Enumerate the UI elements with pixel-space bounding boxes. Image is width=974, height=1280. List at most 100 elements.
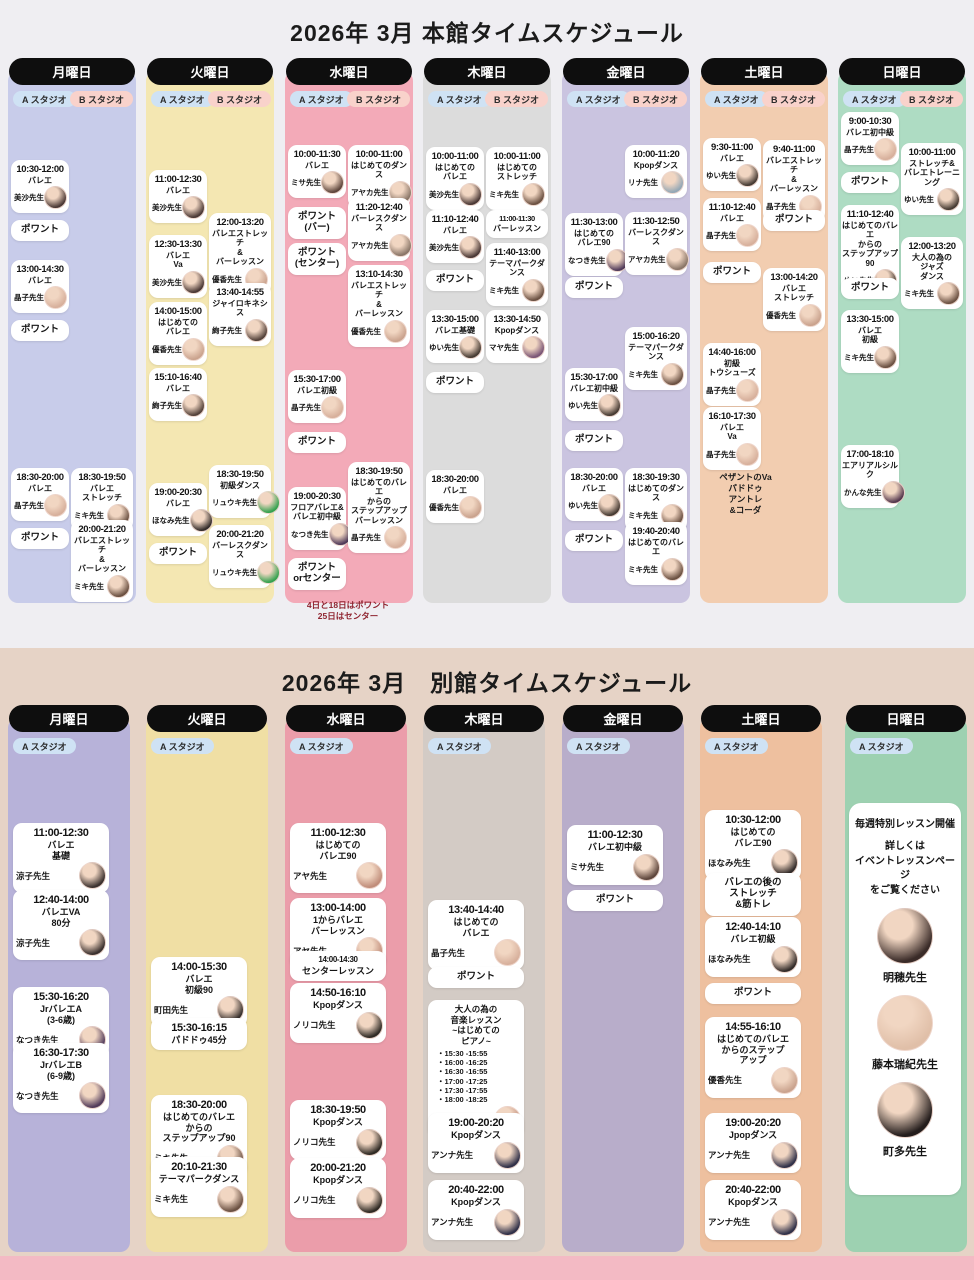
teacher-row: ノリコ先生 [291, 1128, 385, 1156]
studio-pill-a: A スタジオ [151, 738, 214, 754]
teacher-row: アンナ先生 [706, 1141, 800, 1169]
teacher-photo-avatar [874, 345, 897, 369]
lesson-time: 19:40-20:40 [632, 526, 680, 537]
piano-time-slots: ・15:30 -15:55・16:00 -16:25・16:30 -16:55・… [429, 1049, 523, 1105]
teacher-row: なつき先生 [289, 522, 352, 546]
teacher-row: ミキ先生 [842, 345, 898, 369]
pointe-tag: ポワント orセンター [288, 558, 346, 590]
teacher-name: ミキ先生 [628, 564, 658, 574]
day-column-background [562, 718, 684, 1252]
studio-pill-b: B スタジオ [900, 91, 964, 107]
lesson-name: バレエ 基礎 [47, 840, 75, 861]
lesson-time: 13:40-14:40 [448, 904, 504, 916]
lesson-name: ストレッチ& バレエトレーニング [904, 159, 960, 187]
teacher-name: ミサ先生 [291, 178, 321, 188]
lesson-time: 19:00-20:30 [293, 491, 341, 502]
teacher-photo-avatar [356, 1128, 383, 1156]
teacher-name: リュウキ先生 [212, 498, 257, 508]
teacher-photo-avatar [459, 182, 482, 206]
studio-pill-a: A スタジオ [705, 91, 768, 107]
lesson-time: 11:30-13:00 [570, 217, 618, 228]
lesson-name: はじめてのバレエ からの ステップアップ バーレッスン [351, 478, 407, 525]
teacher-name: ミキ先生 [74, 510, 104, 520]
lesson-time: 11:10-12:40 [431, 214, 479, 225]
lesson-name: はじめての バレエ90 [574, 229, 614, 248]
teacher-photo-avatar [44, 494, 67, 518]
teacher-photo-avatar [388, 233, 412, 257]
teacher-name: 優香先生 [708, 1075, 743, 1086]
studio-pill-a: A スタジオ [290, 91, 353, 107]
teacher-photo-avatar [771, 1208, 798, 1236]
teacher-row: アヤ先生 [291, 862, 385, 890]
teacher-row: ゆい先生 [566, 394, 622, 418]
lesson-time: 18:30-20:00 [16, 472, 64, 483]
teacher-row: アヤカ先生 [626, 247, 689, 271]
pointe-tag: ポワント (センター) [288, 243, 346, 275]
special-info-card: 毎週特別レッスン開催詳しくは イベントレッスンページ をご覧ください明穂先生藤本… [849, 803, 961, 1195]
teacher-row: アンナ先生 [706, 1208, 800, 1236]
teacher-name: アンナ先生 [431, 1217, 474, 1228]
lesson-name: Kpopダンス [313, 1000, 363, 1010]
teacher-name: なつき先生 [16, 1090, 59, 1101]
lesson-name: バレエ 初級 [858, 326, 882, 345]
lesson-name: バレエ初中級 [570, 384, 618, 393]
teacher-name: なつき先生 [16, 1034, 59, 1045]
studio-pill-b: B スタジオ [624, 91, 688, 107]
lesson-name: バレエ 初級90 [184, 974, 213, 995]
lesson-name: 大人の為の ジャズ ダンス [912, 253, 952, 281]
teacher-row: 晶子先生 [12, 286, 68, 310]
lesson-time: 15:30-16:20 [33, 991, 89, 1003]
lesson-time: 14:00-15:30 [171, 961, 227, 973]
teacher-photo-avatar [522, 278, 545, 302]
lesson-name: はじめてのバレエ からのステップ アップ [716, 1034, 789, 1066]
teacher-row: かんな先生 [842, 480, 905, 504]
day-header: 日曜日 [839, 58, 965, 85]
teacher-name: ほなみ先生 [708, 857, 751, 868]
teacher-name: なつき先生 [291, 529, 329, 539]
lesson-time: 19:00-20:30 [154, 487, 202, 498]
lesson-time: 13:00-14:30 [16, 264, 64, 275]
pointe-tag: ポワント [288, 432, 346, 453]
teacher-photo-avatar [881, 480, 905, 504]
teacher-name: アヤカ先生 [351, 240, 389, 250]
lesson-name: バレエ [443, 486, 467, 495]
teacher-name: ほなみ先生 [152, 516, 190, 526]
lesson-time: 13:40-14:55 [216, 287, 264, 298]
day-header: 金曜日 [563, 705, 683, 732]
lesson-name: バレエ [720, 154, 744, 163]
lesson-time: 11:00-12:30 [587, 829, 643, 841]
lesson-name: バレエVA 80分 [41, 907, 81, 928]
lesson-name: バレエ初級 [730, 934, 776, 944]
lesson-time: 10:00-11:20 [632, 149, 680, 160]
pointe-tag: ポワント [565, 530, 623, 551]
teacher-row: ミキ先生 [626, 557, 686, 581]
teacher-name: アンナ先生 [431, 1150, 474, 1161]
teacher-photo-avatar [257, 491, 280, 515]
teacher-name: 優香先生 [766, 310, 796, 320]
lesson-name: テーマパークダンス [489, 259, 545, 278]
teacher-name: ミキ先生 [904, 289, 934, 299]
teacher-photo-avatar [736, 164, 759, 188]
teacher-name: ミキ先生 [628, 510, 658, 520]
teacher-row: 晶子先生 [429, 939, 523, 967]
lesson-time: 11:00-12:30 [310, 827, 366, 839]
lesson-time: 13:30-15:00 [431, 314, 479, 325]
lesson-time: 18:30-19:50 [355, 466, 403, 477]
